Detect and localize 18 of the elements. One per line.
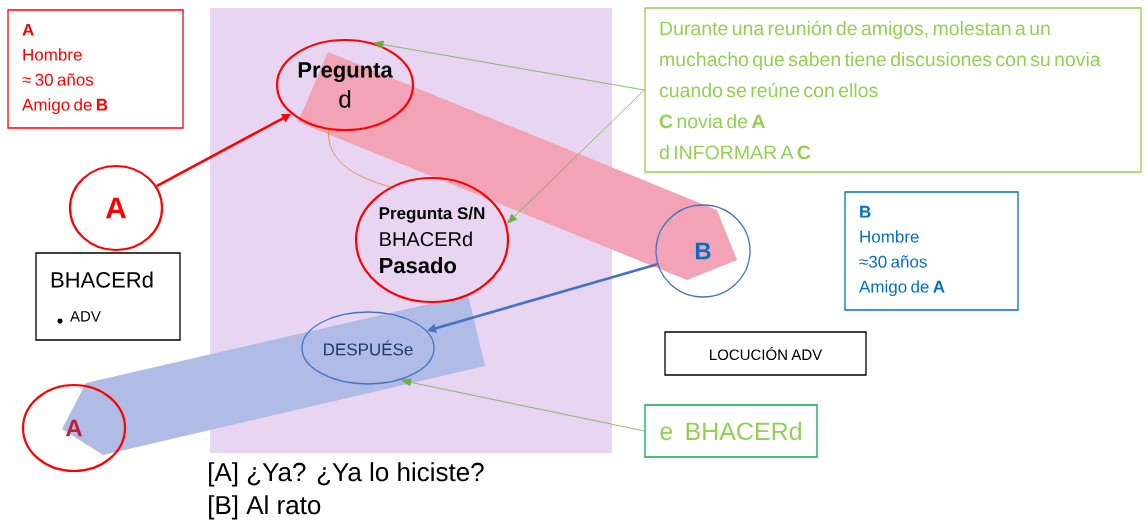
ellipse-node: Pregunta S/N BHACERd Pasado bbox=[354, 176, 510, 304]
info-box: B Hombre ≈30 años Amigo de A bbox=[844, 191, 1019, 311]
arrow bbox=[400, 378, 645, 432]
ellipse-node: DESPUÉSe bbox=[301, 311, 435, 385]
text-box: e BHACERd bbox=[644, 404, 818, 458]
dialogue-line: [B] Al rato bbox=[209, 495, 321, 520]
info-box: A Hombre ≈ 30 años Amigo de B bbox=[7, 9, 184, 129]
arrow bbox=[373, 40, 645, 91]
ellipse-node: Pregunta d bbox=[275, 38, 415, 132]
text-box: BHACERd ADV bbox=[35, 252, 181, 341]
arrow bbox=[507, 89, 645, 224]
circle-node: A bbox=[21, 383, 127, 473]
connector-line bbox=[328, 129, 391, 188]
text-box: LOCUCIÓN ADV bbox=[664, 331, 867, 376]
note-box: Durante una reunión de amigos, molestan a un muchacho que saben tiene discusiones con su novia cuando se reúne con ellos C novia de A d INFORMAR A C bbox=[644, 7, 1142, 173]
dialogue-line: [A] ¿Ya? ¿Ya lo hiciste? bbox=[209, 462, 484, 487]
circle-node: B bbox=[655, 204, 751, 298]
circle-node: A bbox=[68, 164, 164, 252]
